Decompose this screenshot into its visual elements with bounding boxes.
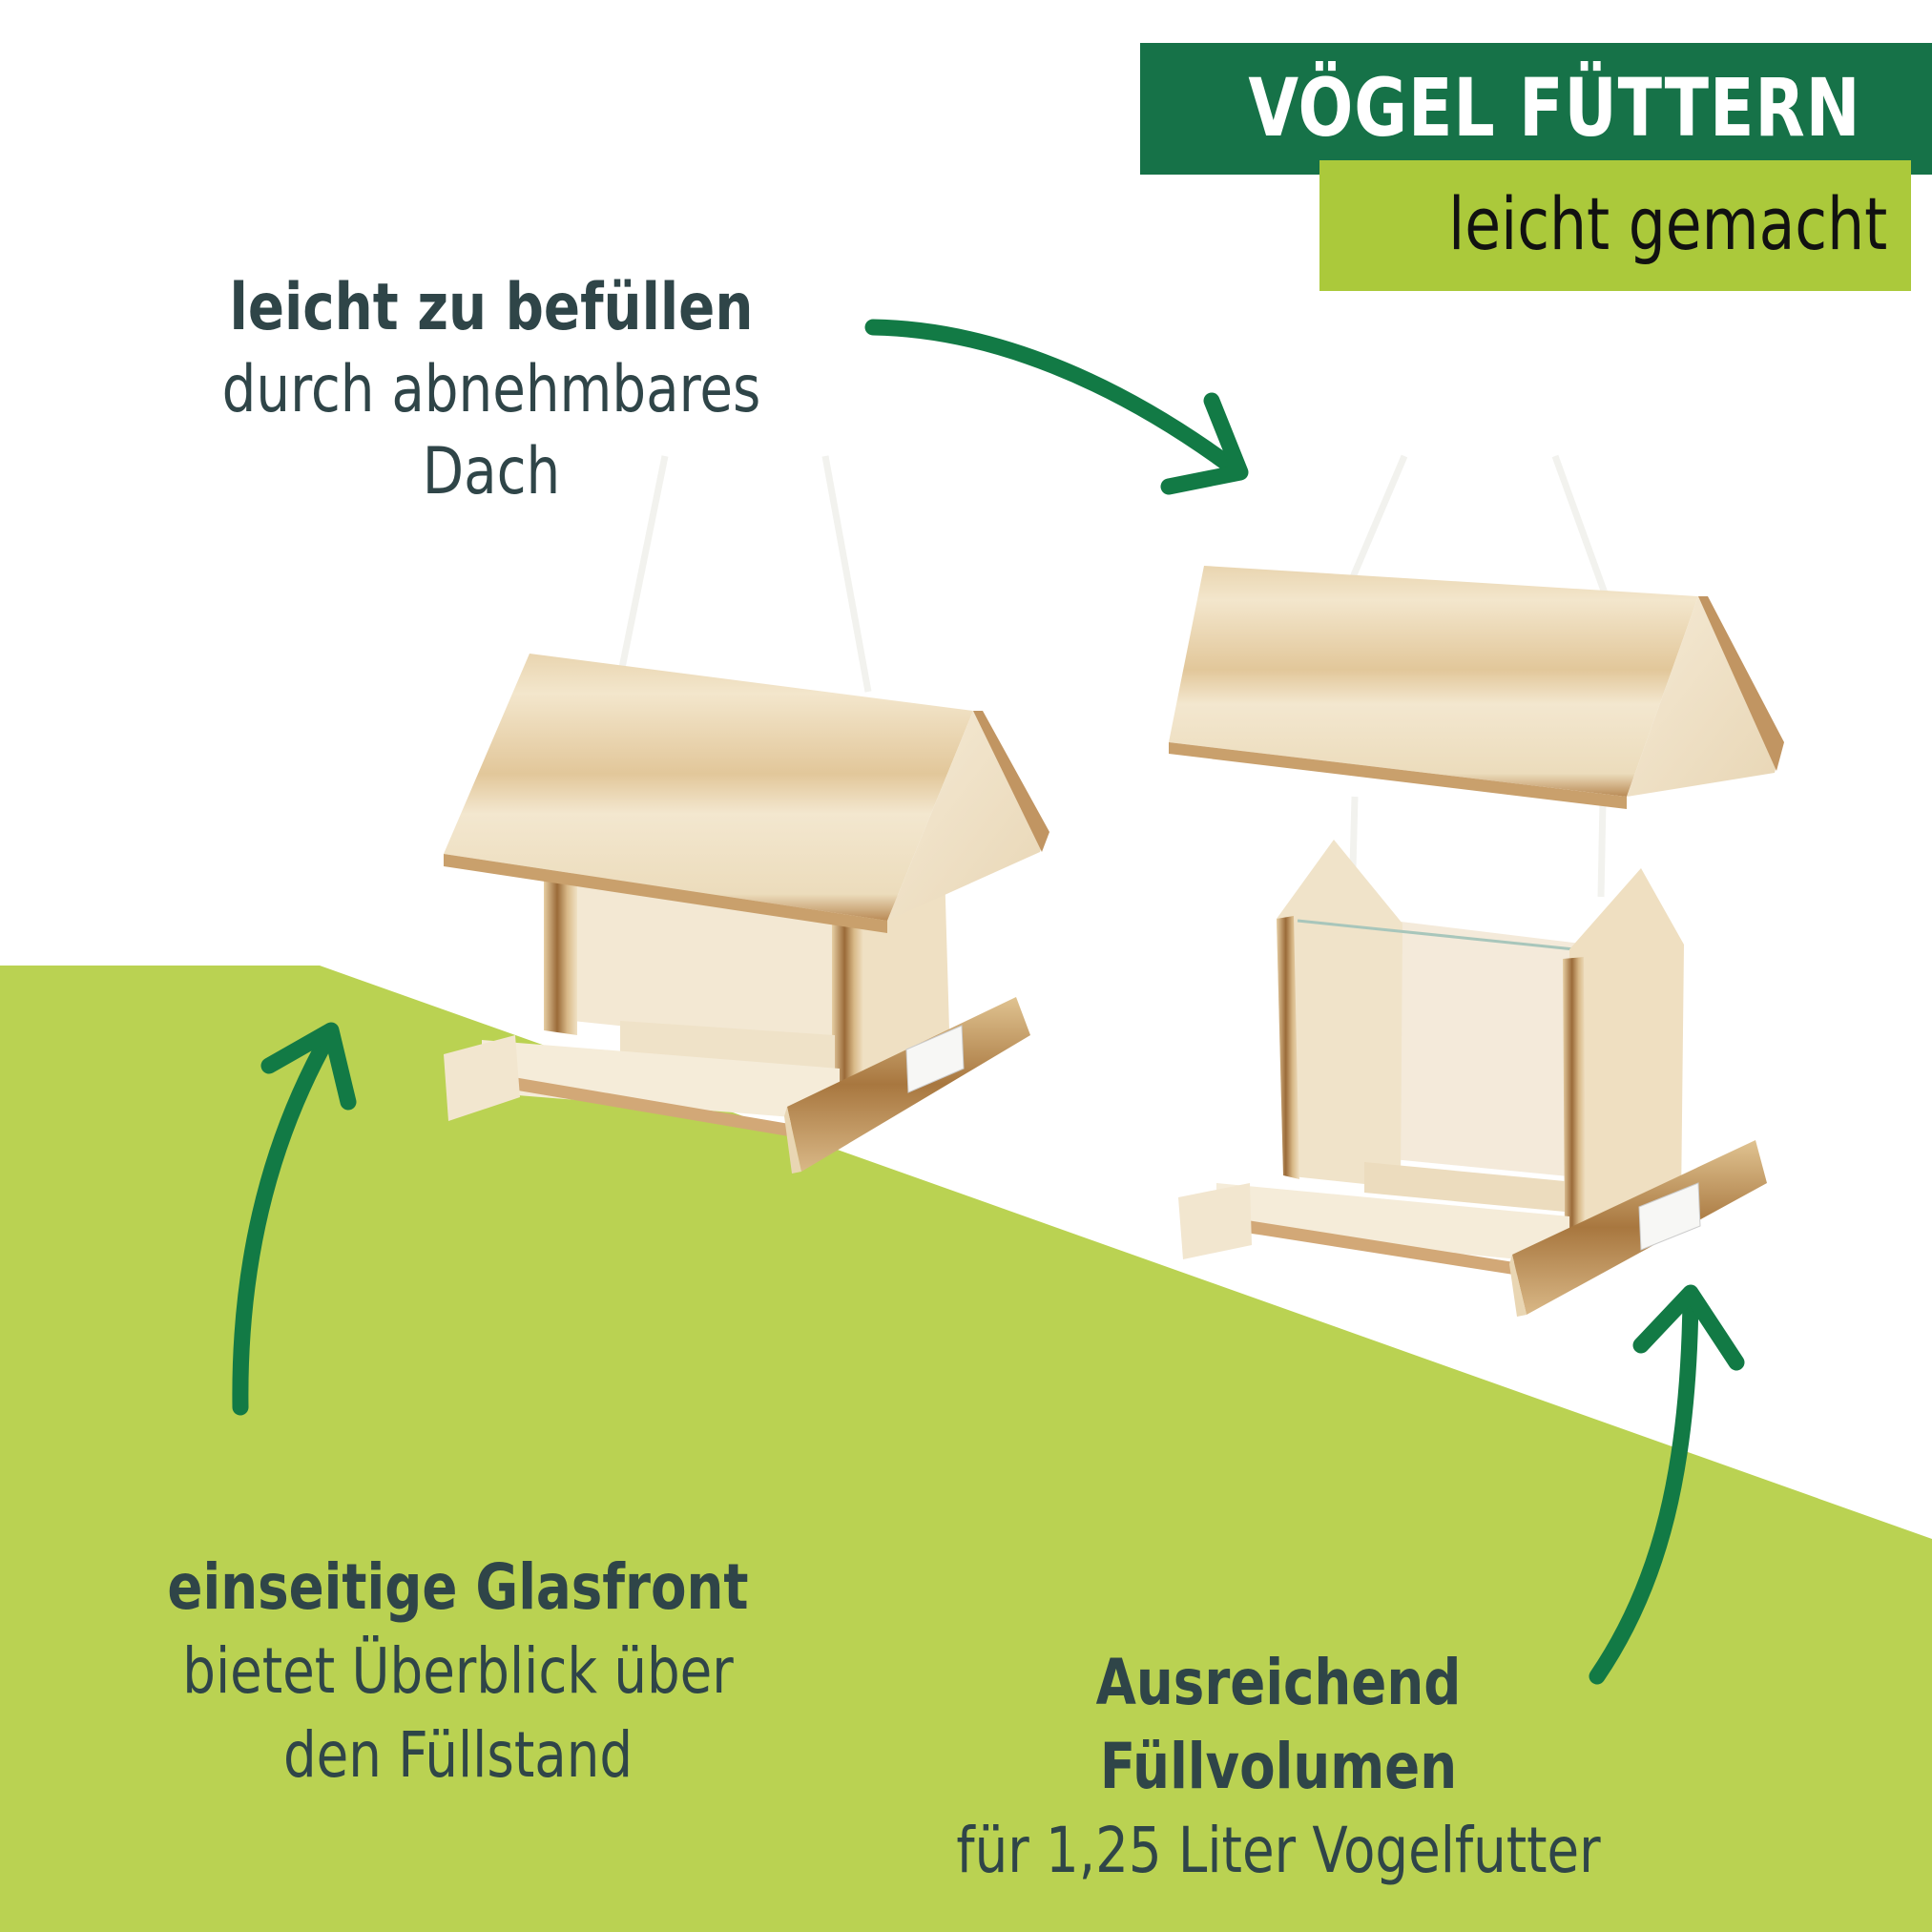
- feature-volume-title-1: Ausreichend: [1095, 1646, 1462, 1719]
- feature-volume-line-1: für 1,25 Liter Vogelfutter: [956, 1814, 1601, 1887]
- feature-glass-line-1: bietet Überblick über: [182, 1634, 734, 1708]
- bird-feeder-roof-lifted: [1169, 454, 1784, 1317]
- feature-fill-line-1: durch abnehmbares: [221, 352, 761, 427]
- title-text: VÖGEL FÜTTERN: [1247, 61, 1860, 155]
- subtitle-text: leicht gemacht: [1447, 181, 1887, 266]
- feature-fill-caption: leicht zu befüllen durch abnehmbares Dac…: [162, 267, 821, 513]
- arrow-to-glass-icon: [232, 1027, 338, 1416]
- feature-fill-title: leicht zu befüllen: [229, 270, 754, 345]
- arrow-to-roof-head-icon: [1160, 392, 1249, 495]
- arrow-to-glass-head-icon: [260, 1022, 357, 1111]
- feature-glass-caption: einseitige Glasfront bietet Überblick üb…: [124, 1546, 791, 1797]
- subtitle-banner: leicht gemacht: [1319, 160, 1911, 291]
- arrow-to-volume-icon: [1589, 1289, 1699, 1685]
- title-banner: VÖGEL FÜTTERN: [1140, 43, 1932, 175]
- feature-glass-title: einseitige Glasfront: [167, 1550, 749, 1624]
- arrow-to-roof-icon: [864, 319, 1241, 476]
- feature-fill-line-2: Dach: [422, 434, 561, 509]
- feature-volume-caption: Ausreichend Füllvolumen für 1,25 Liter V…: [883, 1641, 1673, 1893]
- feature-glass-line-2: den Füllstand: [282, 1718, 634, 1792]
- bird-feeder-assembled: [444, 455, 1049, 1174]
- arrow-to-volume-head-icon: [1632, 1284, 1745, 1371]
- feature-volume-title-2: Füllvolumen: [1099, 1730, 1458, 1803]
